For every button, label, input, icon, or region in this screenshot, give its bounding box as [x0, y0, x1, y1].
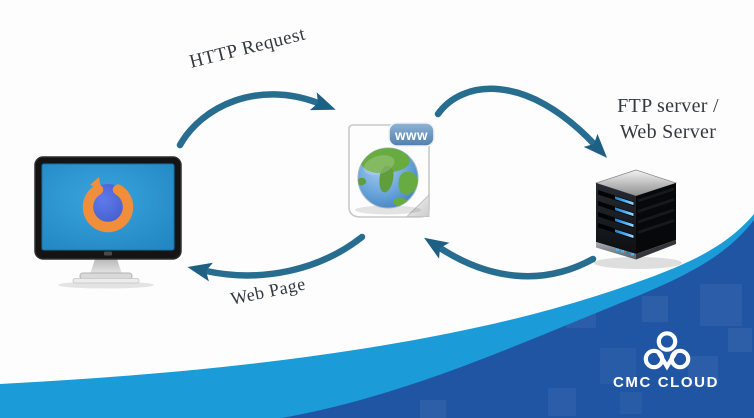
server-status-leds — [616, 248, 634, 256]
server-response-arrow — [424, 237, 597, 280]
server-label-line1: FTP server / — [617, 95, 719, 117]
request-to-server-arrow — [434, 85, 608, 158]
monitor-brand-emblem — [104, 251, 112, 256]
www-badge-text: www — [394, 128, 428, 143]
server-label: FTP server / Web Server — [597, 93, 739, 145]
monitor-base-plate — [72, 278, 140, 284]
web-page-node: www — [345, 120, 441, 224]
band-dark-curve — [282, 220, 754, 418]
server-tower-icon — [594, 169, 682, 269]
cmc-cloud-logo-icon — [643, 331, 691, 371]
logo-top-ring — [656, 331, 678, 352]
http-request-arrow — [176, 91, 336, 149]
server-side-grooves — [637, 187, 675, 234]
brand-logo — [642, 330, 692, 374]
server-shadow — [594, 257, 682, 269]
server-base-side — [636, 240, 676, 260]
www-badge: www — [388, 122, 435, 147]
firefox-browser-icon — [82, 177, 134, 233]
brand-name: CMC CLOUD — [612, 374, 720, 391]
web-page-response-arrow — [187, 233, 366, 282]
server-drive-bays — [598, 190, 634, 240]
monitor-firefox-icon — [34, 156, 182, 289]
client-computer — [33, 155, 183, 289]
page-fold-corner — [405, 193, 430, 217]
band-pixel-decor — [420, 284, 752, 418]
server-label-line2: Web Server — [619, 121, 717, 143]
monitor-stand-neck — [90, 259, 122, 274]
globe-shadow — [355, 205, 421, 215]
server-node — [592, 164, 688, 270]
globe-icon — [357, 147, 419, 209]
www-globe-document-icon: www — [348, 122, 435, 218]
logo-v-mark — [656, 350, 678, 371]
